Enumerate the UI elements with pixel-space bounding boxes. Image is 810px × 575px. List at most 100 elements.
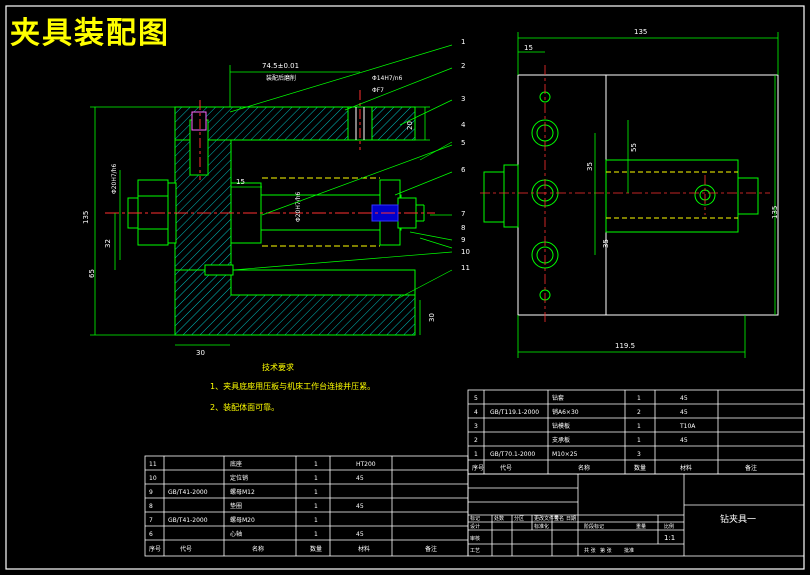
bom-left-qty: 1	[314, 475, 318, 482]
dim-135-left: 135	[82, 211, 90, 224]
callout-6: 6	[461, 166, 466, 174]
dim-phi-mid: Φ20H7/h6	[295, 191, 302, 222]
tb-c2: 分区	[514, 515, 524, 522]
bom-right-code: GB/T70.1-2000	[490, 451, 535, 458]
dim-135-right: 135	[771, 206, 779, 219]
tb-approve: 批准	[624, 547, 634, 554]
dim-15: 15	[236, 178, 245, 186]
callout-10: 10	[461, 248, 470, 256]
drill-plate	[174, 106, 416, 141]
tb-sheets: 共 张	[584, 547, 596, 554]
tb-c3: 更改文件号	[534, 515, 559, 522]
tb-c5: 日期	[566, 516, 576, 522]
tb-c1: 处数	[494, 515, 504, 522]
tb-ratio: 比例	[664, 523, 674, 530]
dim-14h7: Φ14H7/n6	[372, 75, 403, 82]
notes-line-1: 1、夹具底座用压板与机床工作台连接并压紧。	[210, 381, 375, 391]
bom-left-name: 螺母M20	[230, 516, 255, 524]
bom-left-mat: 45	[356, 503, 364, 510]
bom-right-code: GB/T119.1-2000	[490, 409, 539, 416]
dim-f7: ΦF7	[372, 87, 384, 94]
bom-left-no: 11	[149, 461, 157, 468]
bom-right-qty: 1	[637, 423, 641, 430]
dim-20: 20	[406, 121, 414, 130]
dim-74: 74.5±0.01	[262, 62, 299, 70]
side-view	[483, 74, 779, 316]
bom-right-head-note: 备注	[745, 464, 757, 472]
callout-9: 9	[461, 236, 465, 244]
dim-65: 65	[88, 269, 96, 278]
bom-left-head-qty: 数量	[310, 545, 322, 553]
bom-left-no: 9	[149, 489, 153, 496]
bom-left-head-code: 代号	[180, 545, 192, 553]
tb-std: 标准化	[534, 523, 549, 530]
bom-right-qty: 1	[637, 395, 641, 402]
dim-assembly-note: 装配后磨削	[266, 74, 296, 82]
dim-phi-left: Φ20H7/h6	[111, 163, 118, 194]
section-view	[127, 106, 425, 336]
bom-left-qty: 1	[314, 461, 318, 468]
bom-left-mat: 45	[356, 475, 364, 482]
bom-right-no: 2	[474, 437, 478, 444]
bom-left-mat: 45	[356, 531, 364, 538]
bom-right-no: 1	[474, 451, 478, 458]
bom-left-name: 垫圈	[230, 502, 242, 510]
tb-weight: 重量	[636, 523, 646, 530]
dim-35-b: 35	[602, 239, 610, 248]
bom-right-name: M10×25	[552, 451, 578, 458]
bom-left-code: GB/T41-2000	[168, 489, 208, 496]
title-block	[467, 473, 805, 557]
bom-left	[144, 455, 469, 557]
notes-line-2: 2、装配体面可靠。	[210, 402, 279, 412]
callout-1: 1	[461, 38, 465, 46]
callout-4: 4	[461, 121, 466, 129]
tb-mark: 标记	[470, 515, 480, 522]
bom-right	[467, 389, 805, 475]
bom-left-head-note: 备注	[425, 545, 437, 553]
dim-55: 55	[630, 143, 638, 152]
bom-left-name: 底座	[230, 460, 242, 468]
callout-8: 8	[461, 224, 465, 232]
bom-left-qty: 1	[314, 531, 318, 538]
tb-design: 设计	[470, 523, 480, 530]
bom-left-no: 10	[149, 475, 157, 482]
bom-right-name: 销A6×30	[552, 408, 579, 416]
bom-right-head-code: 代号	[500, 464, 512, 472]
dim-30-bottom: 30	[196, 349, 205, 357]
tb-stage: 阶段标记	[584, 523, 604, 530]
bom-right-qty: 3	[637, 451, 641, 458]
bom-left-code: GB/T41-2000	[168, 517, 208, 524]
bom-left-qty: 1	[314, 503, 318, 510]
dim-35-a: 35	[586, 162, 594, 171]
bom-left-head-name: 名称	[252, 545, 264, 553]
bom-right-head-mat: 材料	[680, 464, 692, 472]
bom-left-name: 螺母M12	[230, 488, 255, 496]
bom-left-mat: HT200	[356, 461, 376, 468]
bom-right-qty: 2	[637, 409, 641, 416]
bom-right-qty: 1	[637, 437, 641, 444]
dim-30-right: 30	[428, 313, 436, 322]
bom-right-head-qty: 数量	[634, 464, 646, 472]
bom-right-name: 钻模板	[552, 422, 570, 430]
bom-right-mat: T10A	[679, 423, 696, 430]
drawing-border	[5, 5, 805, 570]
tb-review: 审核	[470, 535, 480, 542]
bom-left-name: 定位销	[230, 474, 248, 482]
side-base-outline	[517, 74, 779, 316]
dim-32: 32	[104, 239, 112, 248]
bom-left-qty: 1	[314, 489, 318, 496]
titleblock-name: 钻夹具一	[720, 513, 756, 525]
bom-right-head-no: 序号	[472, 464, 484, 472]
tb-process: 工艺	[470, 548, 480, 554]
bom-right-no: 5	[474, 395, 478, 402]
callout-2: 2	[461, 62, 465, 70]
bom-left-no: 7	[149, 517, 153, 524]
tb-c4: 签名	[554, 515, 564, 522]
bom-right-mat: 45	[680, 409, 688, 416]
callout-3: 3	[461, 95, 465, 103]
bom-right-name: 钻套	[552, 394, 564, 402]
titleblock-scale: 1:1	[664, 534, 675, 542]
dim-15-right: 15	[524, 44, 533, 52]
drawing-title: 夹具装配图	[10, 16, 170, 51]
